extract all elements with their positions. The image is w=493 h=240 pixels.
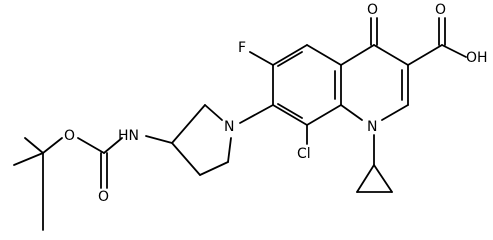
pyrrolidine-nitrogen-label: N xyxy=(224,119,234,135)
atom-labels: O F OH O N N HN O O Cl xyxy=(64,2,488,205)
bond-lines xyxy=(13,17,467,231)
carbamate-oxygen-label: O xyxy=(98,189,109,205)
fluorine-label: F xyxy=(238,40,246,56)
ester-oxygen-label: O xyxy=(64,128,75,144)
chlorine-label: Cl xyxy=(297,146,311,162)
quinolone-nitrogen-label: N xyxy=(367,119,377,135)
oxo-oxygen-label: O xyxy=(367,2,378,18)
carboxylic-oxygen-label: O xyxy=(435,2,446,18)
carboxylic-oh-label: OH xyxy=(466,50,488,66)
carbamate-nh-label: HN xyxy=(118,128,139,144)
